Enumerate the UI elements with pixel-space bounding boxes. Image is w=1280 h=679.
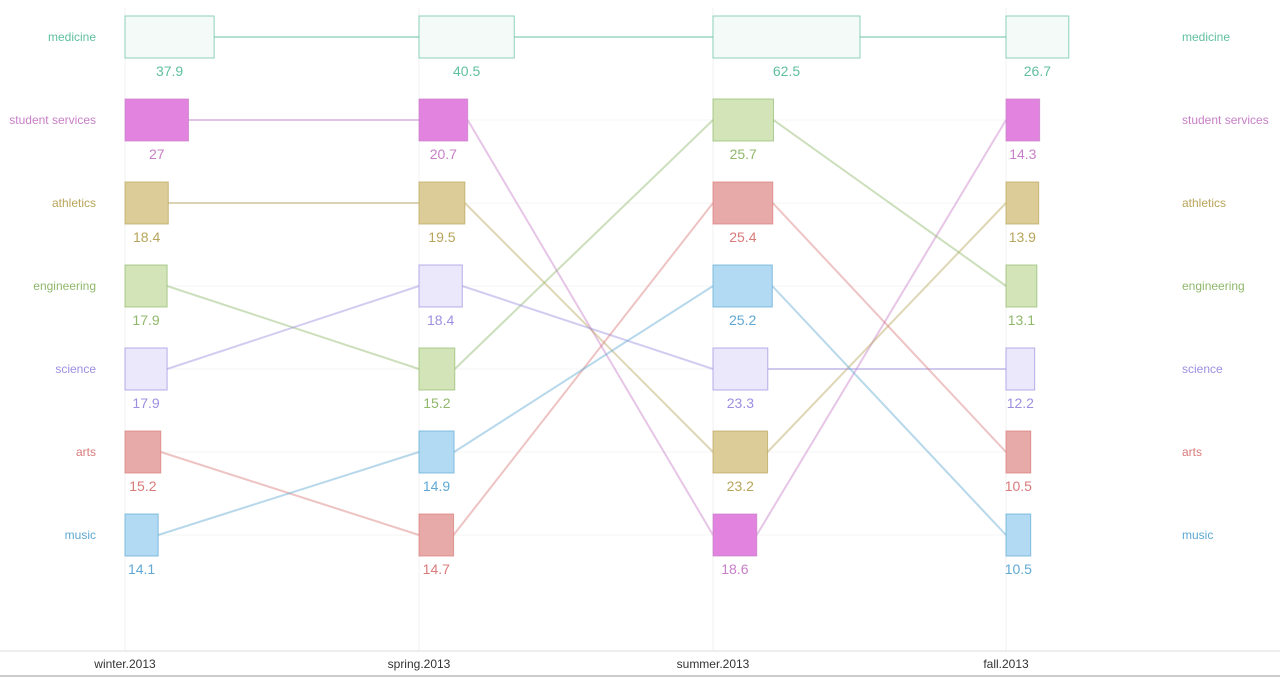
connector-lines xyxy=(157,36,1007,536)
value-label-music-spring-2013: 14.9 xyxy=(423,478,450,494)
period-label-spring-2013: spring.2013 xyxy=(388,657,451,671)
box-engineering-winter-2013 xyxy=(124,264,168,308)
category-label-left-student-services: student services xyxy=(9,113,96,127)
value-label-student-services-winter-2013: 27 xyxy=(149,146,165,162)
value-label-medicine-summer-2013: 62.5 xyxy=(773,63,800,79)
period-label-winter-2013: winter.2013 xyxy=(93,657,156,671)
value-label-music-summer-2013: 25.2 xyxy=(729,312,756,328)
connector-arts-1 xyxy=(160,451,420,536)
value-label-student-services-spring-2013: 20.7 xyxy=(430,146,457,162)
connector-science-1 xyxy=(166,285,420,370)
category-label-right-science: science xyxy=(1182,362,1223,376)
value-label-science-spring-2013: 18.4 xyxy=(427,312,454,328)
box-music-summer-2013 xyxy=(712,264,773,308)
box-music-winter-2013 xyxy=(124,513,159,557)
connector-student-services-2 xyxy=(466,119,714,536)
connector-athletics-2 xyxy=(464,202,714,453)
category-label-left-athletics: athletics xyxy=(52,196,96,210)
connector-arts-2 xyxy=(452,202,714,536)
value-label-science-fall-2013: 12.2 xyxy=(1007,395,1034,411)
value-label-student-services-fall-2013: 14.3 xyxy=(1009,146,1036,162)
category-label-left-music: music xyxy=(65,528,96,542)
connector-music-2 xyxy=(453,285,714,453)
connector-engineering-3 xyxy=(772,119,1007,287)
value-label-medicine-fall-2013: 26.7 xyxy=(1024,63,1051,79)
value-label-arts-summer-2013: 25.4 xyxy=(729,229,756,245)
value-label-arts-spring-2013: 14.7 xyxy=(423,561,450,577)
category-label-right-medicine: medicine xyxy=(1182,30,1230,44)
period-label-fall-2013: fall.2013 xyxy=(983,657,1029,671)
value-label-science-summer-2013: 23.3 xyxy=(727,395,754,411)
connector-engineering-2 xyxy=(454,119,714,370)
box-music-fall-2013 xyxy=(1005,513,1032,557)
value-label-arts-fall-2013: 10.5 xyxy=(1005,478,1032,494)
value-label-medicine-spring-2013: 40.5 xyxy=(453,63,480,79)
value-label-student-services-summer-2013: 18.6 xyxy=(721,561,748,577)
box-athletics-winter-2013 xyxy=(124,181,169,225)
box-student-services-winter-2013 xyxy=(124,98,190,142)
value-label-music-winter-2013: 14.1 xyxy=(128,561,155,577)
connector-music-1 xyxy=(157,451,420,536)
box-science-winter-2013 xyxy=(124,347,168,391)
labels: winter.2013 spring.2013 summer.2013 fall.20… xyxy=(9,30,1268,671)
connector-arts-3 xyxy=(772,202,1007,453)
value-boxes xyxy=(124,15,1070,557)
value-label-engineering-winter-2013: 17.9 xyxy=(132,312,159,328)
box-arts-winter-2013 xyxy=(124,430,162,474)
box-engineering-spring-2013 xyxy=(418,347,456,391)
box-student-services-spring-2013 xyxy=(418,98,469,142)
box-science-summer-2013 xyxy=(712,347,769,391)
value-label-music-fall-2013: 10.5 xyxy=(1005,561,1032,577)
connector-music-3 xyxy=(771,285,1007,536)
value-label-science-winter-2013: 17.9 xyxy=(132,395,159,411)
box-student-services-summer-2013 xyxy=(712,513,758,557)
category-label-left-science: science xyxy=(55,362,96,376)
category-label-left-medicine: medicine xyxy=(48,30,96,44)
box-medicine-winter-2013 xyxy=(124,15,215,59)
box-medicine-spring-2013 xyxy=(418,15,515,59)
box-arts-summer-2013 xyxy=(712,181,774,225)
category-label-right-music: music xyxy=(1182,528,1213,542)
value-label-athletics-winter-2013: 18.4 xyxy=(133,229,160,245)
box-science-spring-2013 xyxy=(418,264,463,308)
box-arts-spring-2013 xyxy=(418,513,455,557)
box-athletics-fall-2013 xyxy=(1005,181,1040,225)
connector-student-services-3 xyxy=(755,119,1007,536)
category-label-right-arts: arts xyxy=(1182,445,1202,459)
box-athletics-summer-2013 xyxy=(712,430,769,474)
box-medicine-summer-2013 xyxy=(712,15,861,59)
value-label-athletics-fall-2013: 13.9 xyxy=(1009,229,1036,245)
connector-engineering-1 xyxy=(166,285,420,370)
category-label-right-engineering: engineering xyxy=(1182,279,1245,293)
value-label-engineering-spring-2013: 15.2 xyxy=(423,395,450,411)
value-label-engineering-summer-2013: 25.7 xyxy=(730,146,757,162)
value-label-athletics-summer-2013: 23.2 xyxy=(727,478,754,494)
category-label-right-athletics: athletics xyxy=(1182,196,1226,210)
box-music-spring-2013 xyxy=(418,430,455,474)
grid xyxy=(0,8,1280,677)
category-label-left-engineering: engineering xyxy=(33,279,96,293)
box-science-fall-2013 xyxy=(1005,347,1036,391)
box-engineering-fall-2013 xyxy=(1005,264,1038,308)
box-engineering-summer-2013 xyxy=(712,98,774,142)
category-label-left-arts: arts xyxy=(76,445,96,459)
box-arts-fall-2013 xyxy=(1005,430,1032,474)
box-student-services-fall-2013 xyxy=(1005,98,1041,142)
value-label-athletics-spring-2013: 19.5 xyxy=(428,229,455,245)
connector-science-2 xyxy=(461,285,714,370)
box-athletics-spring-2013 xyxy=(418,181,466,225)
value-label-medicine-winter-2013: 37.9 xyxy=(156,63,183,79)
period-label-summer-2013: summer.2013 xyxy=(677,657,750,671)
value-label-arts-winter-2013: 15.2 xyxy=(129,478,156,494)
category-label-right-student-services: student services xyxy=(1182,113,1269,127)
value-label-engineering-fall-2013: 13.1 xyxy=(1008,312,1035,328)
box-medicine-fall-2013 xyxy=(1005,15,1070,59)
connector-athletics-3 xyxy=(766,202,1007,453)
